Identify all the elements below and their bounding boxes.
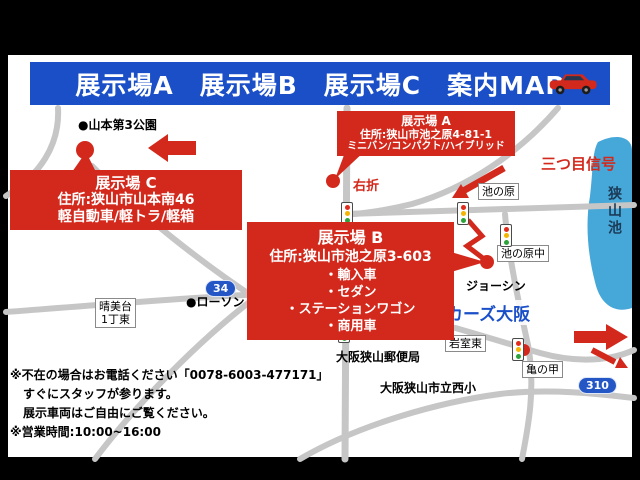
- site-b-vehicle-item: ・商用車: [324, 319, 377, 334]
- site-b-callout: 展示場 B 住所:狭山市池之原3-603 ・輸入車 ・セダン ・ステーションワゴ…: [247, 222, 454, 340]
- traffic-signal-icon: [457, 202, 469, 225]
- signal-yellow-light: [460, 211, 466, 216]
- label-right-turn: 右折: [353, 179, 380, 194]
- car-hub-rear: [558, 88, 562, 92]
- header-bar: 展示場A 展示場B 展示場C 案内MAP: [30, 62, 610, 105]
- label-cars-osaka: カーズ大阪: [444, 300, 533, 325]
- signal-yellow-light: [344, 211, 350, 216]
- traffic-signal-icon: [500, 224, 512, 247]
- site-a-vehicles: ミニバン/コンパクト/ハイブリッド: [347, 141, 505, 152]
- signal-green-light: [503, 239, 509, 245]
- signal-yellow-light: [503, 233, 509, 238]
- site-a-callout: 展示場 A 住所:狭山市池之原4-81-1 ミニバン/コンパクト/ハイブリッド: [337, 111, 515, 156]
- footer-notes: ※不在の場合はお電話ください「0078-6003-477171」 すぐにスタッフ…: [10, 366, 329, 442]
- route-310-badge: 310: [578, 377, 617, 394]
- label-joshin: ジョーシン: [466, 279, 526, 293]
- label-ikenohara-naka: 池の原中: [497, 245, 549, 262]
- label-yamamoto-park: ●山本第3公園: [78, 118, 157, 132]
- site-a-address: 住所:狭山市池之原4-81-1: [359, 128, 493, 141]
- route-34-badge: 34: [205, 280, 237, 297]
- label-ikenohara: 池の原: [478, 183, 519, 200]
- label-harumidai: 晴美台 1丁東: [95, 298, 136, 328]
- site-a-name: 展示場 A: [401, 114, 451, 128]
- signal-green-light: [515, 353, 521, 359]
- signal-yellow-light: [515, 347, 521, 352]
- site-c-vehicles: 軽自動車/軽トラ/軽箱: [57, 209, 195, 225]
- signal-red-light: [515, 340, 521, 346]
- note-staff: すぐにスタッフが参ります。: [23, 387, 178, 401]
- site-b-vehicle-item: ・輸入車: [324, 268, 377, 283]
- note-phone: ※不在の場合はお電話ください「0078-6003-477171」: [10, 368, 329, 382]
- label-kamenoko: 亀の甲: [522, 361, 563, 378]
- site-c-callout: 展示場 C 住所:狭山市山本南46 軽自動車/軽トラ/軽箱: [10, 170, 242, 230]
- traffic-signal-icon: [512, 338, 524, 361]
- site-b-address: 住所:狭山市池之原3-603: [269, 249, 432, 265]
- note-free-viewing: 展示車両はご自由にご覧ください。: [23, 406, 215, 420]
- label-harumidai-line1: 晴美台: [99, 300, 132, 313]
- label-nishi-elementary: 大阪狭山市立西小: [380, 381, 477, 395]
- red-car-icon: [549, 74, 597, 95]
- signal-red-light: [503, 226, 509, 232]
- signal-green-light: [460, 217, 466, 223]
- site-b-vehicle-item: ・ステーションワゴン: [285, 302, 416, 317]
- car-hub-front: [584, 88, 588, 92]
- car-window: [563, 76, 585, 81]
- label-third-signal: 三つ目信号: [541, 155, 617, 173]
- site-c-name: 展示場 C: [95, 174, 157, 192]
- label-sayama-lake: 狭山池: [606, 186, 622, 237]
- label-harumidai-line2: 1丁東: [101, 313, 130, 326]
- signal-red-light: [344, 204, 350, 210]
- site-c-address: 住所:狭山市山本南46: [57, 192, 195, 208]
- label-post-office: 大阪狭山郵便局: [336, 350, 421, 364]
- site-b-vehicle-item: ・セダン: [324, 285, 377, 300]
- page-title: 展示場A 展示場B 展示場C 案内MAP: [75, 70, 565, 100]
- note-business-hours: ※営業時間:10:00~16:00: [10, 425, 161, 439]
- site-b-name: 展示場 B: [317, 228, 384, 247]
- signal-red-light: [460, 204, 466, 210]
